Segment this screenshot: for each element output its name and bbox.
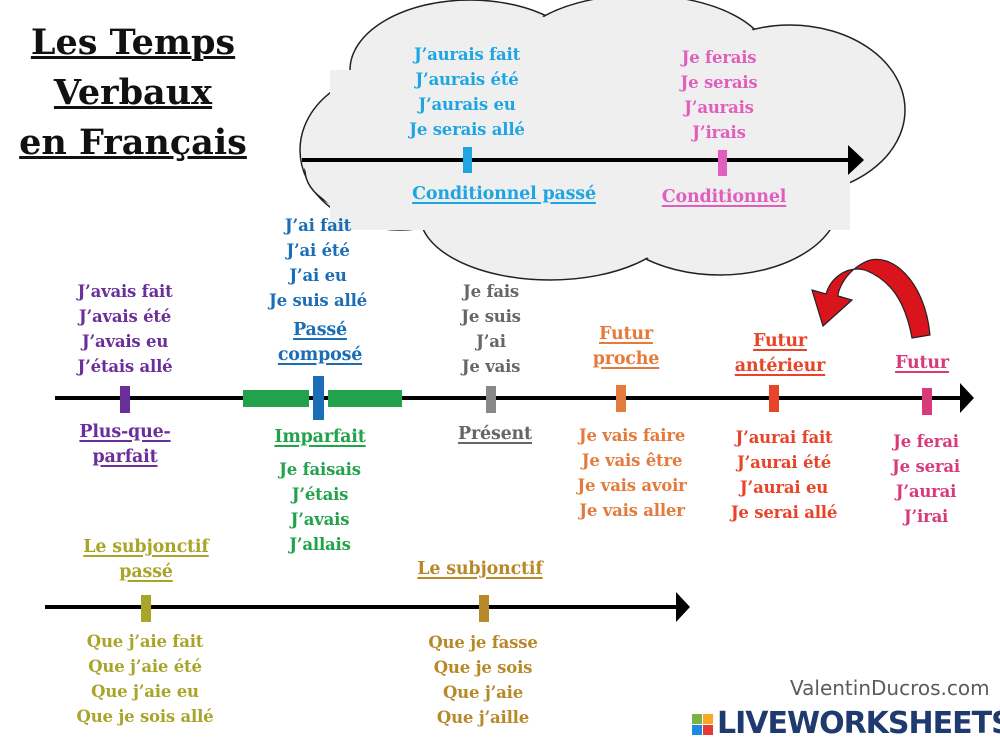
imparfait-label: Imparfait xyxy=(274,427,366,447)
tick-present xyxy=(486,386,496,413)
futur-anterieur-label: Futur antérieur xyxy=(734,331,826,376)
futur-anterieur-forms: J’aurai fait J’aurai été J’aurai eu Je s… xyxy=(730,428,838,522)
futur-label: Futur xyxy=(895,353,949,373)
futur-proche-forms: Je vais faire Je vais être Je vais avoir… xyxy=(577,426,687,520)
imparfait-bar-left xyxy=(243,390,309,407)
curved-arrow-icon xyxy=(811,258,931,339)
tick-pqp xyxy=(120,386,130,413)
cond-label: Conditionnel xyxy=(661,187,787,207)
page-title: Les Temps Verbaux en Français xyxy=(19,22,247,163)
tick-subj xyxy=(479,595,489,622)
cond-passe-label: Conditionnel passé xyxy=(412,184,596,204)
pqp-forms: J’avais fait J’avais été J’avais eu J’ét… xyxy=(77,282,173,376)
subj-passe-forms: Que j’aie fait Que j’aie été Que j’aie e… xyxy=(76,632,214,726)
imparfait-bar-right xyxy=(328,390,402,407)
main-timeline xyxy=(55,376,974,420)
subj-passe-label: Le subjonctif passé xyxy=(83,537,209,582)
present-label: Présent xyxy=(458,424,532,444)
tick-subj-passe xyxy=(141,595,151,622)
liveworksheets-logo: LIVEWORKSHEETS xyxy=(692,706,1000,742)
watermark: ValentinDucros.com xyxy=(790,676,990,700)
pc-forms: J’ai fait J’ai été J’ai eu Je suis allé xyxy=(269,216,367,310)
pc-label: Passé composé xyxy=(277,320,363,365)
tick-cond-passe xyxy=(463,147,472,173)
futur-forms: Je ferai Je serai J’aurai J’irai xyxy=(892,432,960,526)
subjunctive-timeline xyxy=(45,592,690,622)
tick-futur-proche xyxy=(616,385,626,412)
cond-forms: Je ferais Je serais J’aurais J’irais xyxy=(680,48,758,142)
imparfait-forms: Je faisais J’étais J’avais J’allais xyxy=(279,460,361,554)
tick-pc xyxy=(313,376,324,420)
tick-cond xyxy=(718,150,727,176)
pqp-label: Plus-que- parfait xyxy=(79,422,171,467)
subj-label: Le subjonctif xyxy=(417,559,543,579)
futur-proche-label: Futur proche xyxy=(592,324,660,369)
cond-passe-forms: J’aurais fait J’aurais été J’aurais eu J… xyxy=(409,45,525,139)
tick-futur-anterieur xyxy=(769,385,779,412)
cloud-timeline xyxy=(302,145,864,176)
tick-futur xyxy=(922,388,932,415)
present-forms: Je fais Je suis J’ai Je vais xyxy=(461,282,521,376)
liveworksheets-logo-icon xyxy=(692,713,713,735)
subj-forms: Que je fasse Que je sois Que j’aie Que j… xyxy=(428,633,538,727)
